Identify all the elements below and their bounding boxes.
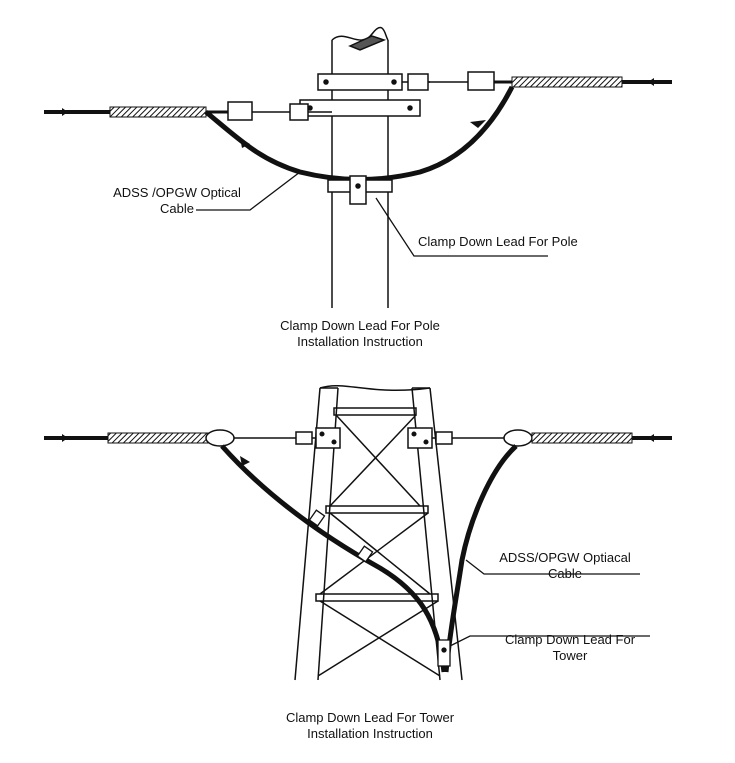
left-span-cable: [44, 106, 228, 118]
tower-leader-lines: [449, 559, 650, 647]
pole-leader-lines: [196, 171, 548, 257]
pole: [331, 26, 389, 308]
tower-clamp-label-line1: Clamp Down Lead For: [504, 632, 636, 647]
tower-clamps: [308, 509, 451, 667]
tower-caption-line1: Clamp Down Lead For Tower: [285, 710, 455, 725]
cable-arrow-right: [470, 120, 486, 128]
tower-cable-label-line1: ADSS/OPGW Optiacal: [499, 550, 631, 565]
tower-bracket-right: [407, 427, 433, 449]
cable-arrow-left: [240, 138, 250, 148]
pole-clamp: [327, 175, 393, 205]
tower-caption-line2: Installation Instruction: [307, 726, 433, 741]
pole-clamp-label: Clamp Down Lead For Pole: [418, 234, 578, 249]
tower-section: [44, 384, 672, 681]
tower-optical-cable-left: [220, 444, 447, 673]
tower-clamp-label: Clamp Down Lead For Tower: [480, 632, 660, 664]
tower-optical-cable-right: [443, 444, 518, 673]
pole-bracket-upper: [299, 73, 421, 117]
left-dead-end-fitting: [227, 101, 332, 121]
pole-caption-line1: Clamp Down Lead For Pole: [280, 318, 440, 333]
tower-left-span: [44, 429, 316, 447]
pole-cable-label: ADSS /OPGW Optical Cable: [92, 185, 262, 217]
tower-cable-label: ADSS/OPGW Optiacal Cable: [470, 550, 660, 582]
pole-cable-label-line2: Cable: [160, 201, 194, 216]
pole-cable-label-line1: ADSS /OPGW Optical: [113, 185, 241, 200]
tower-bracket-left: [315, 427, 341, 449]
tower-clamp-label-line2: Tower: [552, 648, 588, 663]
tower-caption: Clamp Down Lead For Tower Installation I…: [240, 710, 500, 742]
pole-caption: Clamp Down Lead For Pole Installation In…: [240, 318, 480, 350]
right-span-cable: [402, 71, 672, 91]
tower-cable-arrow: [240, 456, 250, 466]
tower-right-span: [432, 429, 672, 447]
pole-caption-line2: Installation Instruction: [297, 334, 423, 349]
pole-section: [44, 26, 672, 308]
tower-cable-label-line2: Cable: [548, 566, 582, 581]
